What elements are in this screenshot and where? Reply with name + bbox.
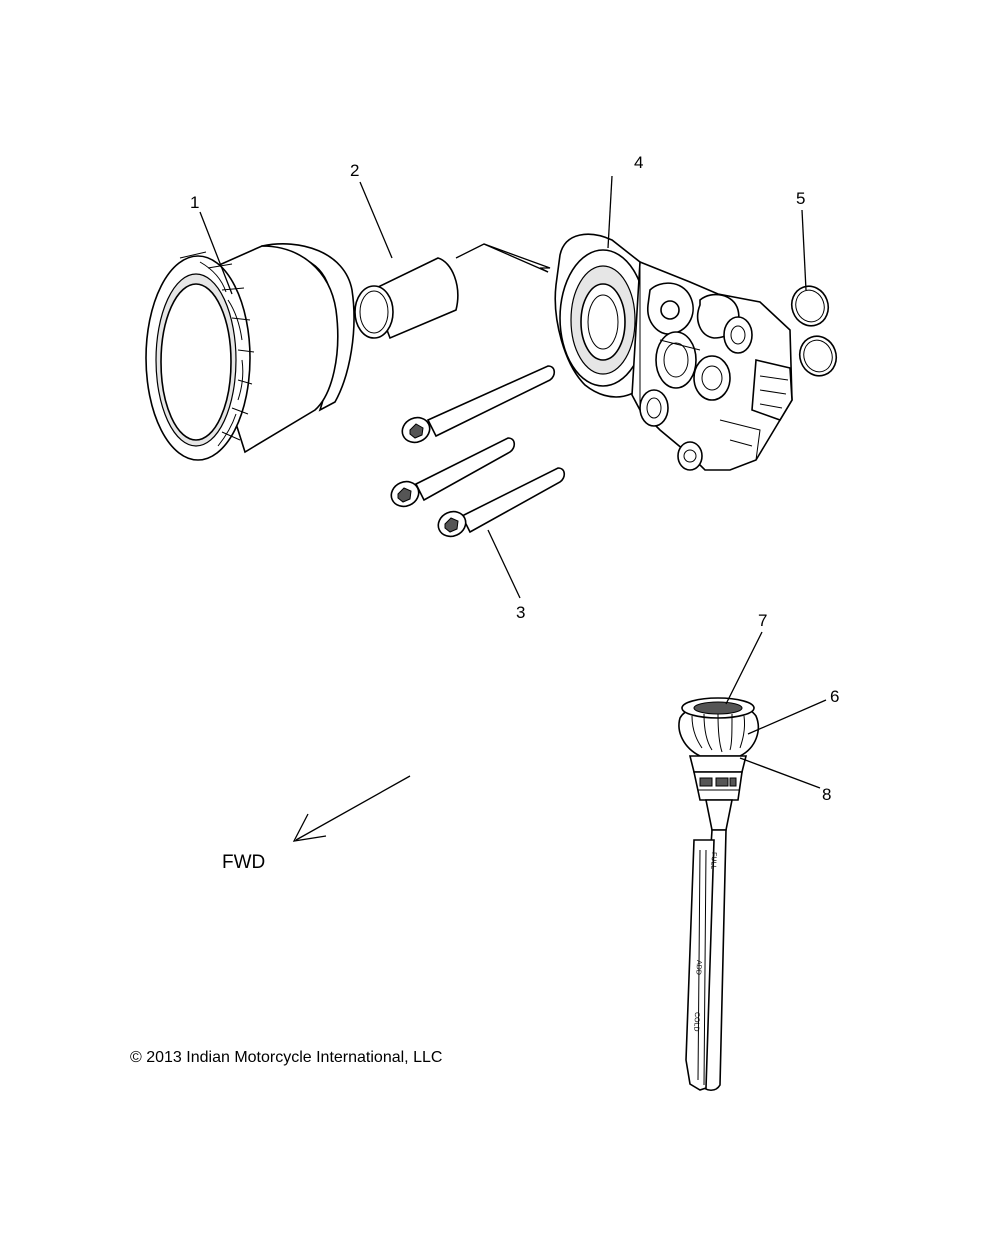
dipstick-add-mark: ADD <box>694 960 702 975</box>
bolts <box>390 365 566 538</box>
callout-8: 8 <box>822 785 831 804</box>
leader-lines <box>199 175 827 789</box>
fwd-label: FWD <box>222 852 265 873</box>
sleeve <box>354 257 459 340</box>
callout-1: 1 <box>190 193 199 212</box>
o-rings <box>790 285 838 377</box>
sleeve-leader <box>455 243 551 273</box>
callout-3: 3 <box>516 603 525 622</box>
oil-filter <box>145 243 355 461</box>
dipstick-assembly: FULL ADD COLD <box>678 697 760 1092</box>
dipstick-full-mark: FULL <box>709 852 717 869</box>
copyright-notice: © 2013 Indian Motorcycle International, … <box>130 1049 442 1066</box>
forward-arrow-icon <box>292 775 411 842</box>
dipstick-cold-mark: COLD <box>692 1012 700 1032</box>
callout-4: 4 <box>634 153 643 172</box>
callout-7: 7 <box>758 611 767 630</box>
callout-5: 5 <box>796 189 805 208</box>
oil-filter-adapter <box>554 233 793 471</box>
callout-6: 6 <box>830 687 839 706</box>
callout-2: 2 <box>350 161 359 180</box>
